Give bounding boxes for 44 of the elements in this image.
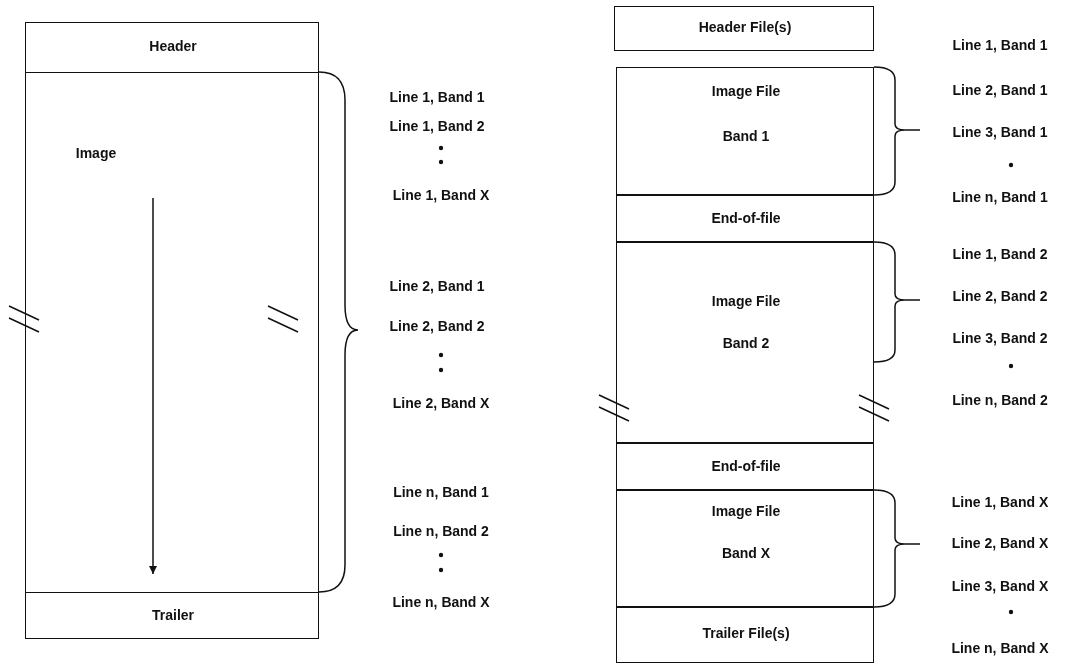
- line-label: Line 2, Band 2: [952, 288, 1048, 304]
- line-label: Line n, Band 1: [393, 484, 489, 500]
- record-box: [25, 592, 319, 639]
- line-label: Line 1, Band 2: [389, 118, 485, 134]
- line-label: Line n, Band 2: [952, 392, 1048, 408]
- line-label: Line 2, Band 1: [389, 278, 485, 294]
- record-box: [616, 242, 874, 443]
- line-label: Line n, Band X: [392, 594, 490, 610]
- record-box: [25, 72, 319, 593]
- box-label: Image File: [711, 503, 781, 519]
- box-label: Trailer File(s): [702, 625, 790, 641]
- line-label: Line 3, Band X: [951, 578, 1049, 594]
- line-label: Line 2, Band X: [951, 535, 1049, 551]
- line-label: Line 2, Band 1: [952, 82, 1048, 98]
- box-label: Band 1: [722, 128, 770, 144]
- line-label: Line 1, Band X: [951, 494, 1049, 510]
- line-label: Line 2, Band 2: [389, 318, 485, 334]
- record-box: [616, 443, 874, 490]
- box-label: Band 2: [722, 335, 770, 351]
- line-label: Line n, Band X: [951, 640, 1049, 656]
- box-label: End-of-file: [711, 458, 781, 474]
- line-label: Line 1, Band X: [392, 187, 490, 203]
- line-label: Line 1, Band 1: [389, 89, 485, 105]
- record-box: [614, 6, 874, 51]
- line-label: Line 3, Band 1: [952, 124, 1048, 140]
- record-box: [25, 22, 319, 73]
- line-label: Line 1, Band 1: [952, 37, 1048, 53]
- record-box: [616, 490, 874, 607]
- line-label: Line 1, Band 2: [952, 246, 1048, 262]
- box-label: Header: [149, 38, 197, 54]
- box-label: Trailer: [152, 607, 194, 623]
- box-label: Image File: [711, 293, 781, 309]
- line-label: Line 3, Band 2: [952, 330, 1048, 346]
- box-label: Image File: [711, 83, 781, 99]
- line-label: Line 2, Band X: [392, 395, 490, 411]
- box-label: Header File(s): [698, 19, 792, 35]
- box-label: End-of-file: [711, 210, 781, 226]
- box-label: Band X: [721, 545, 771, 561]
- record-box: [616, 195, 874, 242]
- line-label: Line n, Band 2: [393, 523, 489, 539]
- line-label: Line n, Band 1: [952, 189, 1048, 205]
- record-box: [616, 67, 874, 195]
- box-label: Image: [75, 145, 117, 161]
- record-box: [616, 607, 874, 663]
